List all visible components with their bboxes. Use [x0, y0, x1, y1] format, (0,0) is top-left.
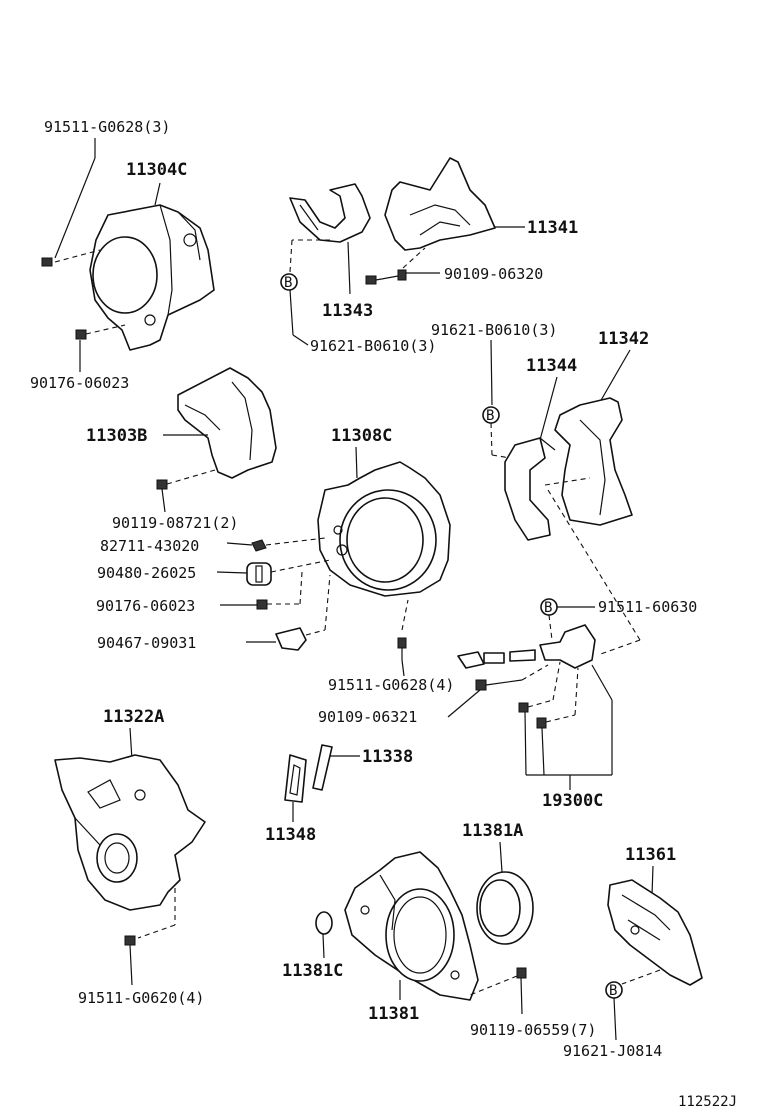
svg-text:B: B	[486, 408, 494, 424]
svg-text:B: B	[544, 600, 552, 616]
bolt-91511-g0620	[124, 935, 136, 946]
bolt-91511-g0628-b	[397, 637, 407, 660]
timing-cover-11308c	[317, 461, 451, 597]
oil-seal-11381a	[476, 871, 534, 945]
label-90109-06321: 90109-06321	[318, 708, 417, 726]
label-11304c: 11304C	[126, 160, 187, 180]
seal-11342	[554, 397, 633, 526]
label-19300c: 19300C	[542, 791, 603, 811]
seal-11344	[504, 437, 556, 541]
label-91511-g0628-4: 91511-G0628(4)	[328, 676, 454, 694]
bolt-90109-06321	[475, 679, 523, 691]
bolt-90119-06559	[516, 967, 527, 979]
marker-b-c: B	[540, 598, 558, 616]
clamp-90467-09031	[275, 627, 307, 651]
label-90176-06023-a: 90176-06023	[30, 374, 129, 392]
label-91621-b0610-b: 91621-B0610(3)	[431, 321, 557, 339]
bolt-90176-06023-a	[75, 329, 87, 340]
label-11381c: 11381C	[282, 961, 343, 981]
label-91511-g0628-3: 91511-G0628(3)	[44, 118, 170, 136]
label-82711-43020: 82711-43020	[100, 537, 199, 555]
bolt-91511-g0628-a	[41, 257, 53, 267]
bolt-sensor-b	[536, 717, 547, 729]
svg-text:B: B	[609, 983, 617, 999]
label-90119-08721: 90119-08721(2)	[112, 514, 238, 532]
label-11348: 11348	[265, 825, 316, 845]
label-91511-g0620: 91511-G0620(4)	[78, 989, 204, 1007]
gasket-11348	[284, 754, 307, 803]
svg-text:B: B	[284, 275, 292, 291]
label-90467-09031: 90467-09031	[97, 634, 196, 652]
label-90480-26025: 90480-26025	[97, 564, 196, 582]
sensor-19300c	[457, 624, 596, 669]
label-11322a: 11322A	[103, 707, 164, 727]
o-ring-11381c	[315, 911, 333, 935]
seal-11341	[384, 157, 496, 251]
plate-11322a	[54, 754, 206, 911]
cover-11303b	[177, 367, 277, 479]
cover-11361	[607, 879, 703, 986]
bolt-sensor-a	[518, 702, 529, 713]
label-91511-60630: 91511-60630	[598, 598, 697, 616]
marker-b-a: B	[280, 273, 298, 291]
diagram-code: 112522J	[678, 1094, 737, 1110]
bush-90480-26025	[246, 562, 272, 586]
label-91621-j0814: 91621-J0814	[563, 1042, 662, 1060]
gasket-11338	[312, 744, 333, 791]
label-90119-06559: 90119-06559(7)	[470, 1021, 596, 1039]
label-11308c: 11308C	[331, 426, 392, 446]
marker-b-d: B	[605, 981, 623, 999]
bolt-90176-06023-b	[256, 599, 268, 610]
label-11381a: 11381A	[462, 821, 523, 841]
bolt-90119-08721	[156, 479, 168, 490]
label-90109-06320: 90109-06320	[444, 265, 543, 283]
label-11343: 11343	[322, 301, 373, 321]
timing-cover-11304c	[89, 204, 215, 351]
label-11338: 11338	[362, 747, 413, 767]
label-11361: 11361	[625, 845, 676, 865]
seal-11343	[289, 183, 371, 243]
marker-b-b: B	[482, 406, 500, 424]
label-11344: 11344	[526, 356, 577, 376]
label-91621-b0610-a: 91621-B0610(3)	[310, 337, 436, 355]
bolt-90109-06320	[365, 269, 407, 285]
bolt-82711-43020	[251, 539, 267, 552]
label-11341: 11341	[527, 218, 578, 238]
label-11342: 11342	[598, 329, 649, 349]
label-11381: 11381	[368, 1004, 419, 1024]
retainer-11381	[344, 851, 479, 1001]
label-11303b: 11303B	[86, 426, 147, 446]
label-90176-06023-b: 90176-06023	[96, 597, 195, 615]
